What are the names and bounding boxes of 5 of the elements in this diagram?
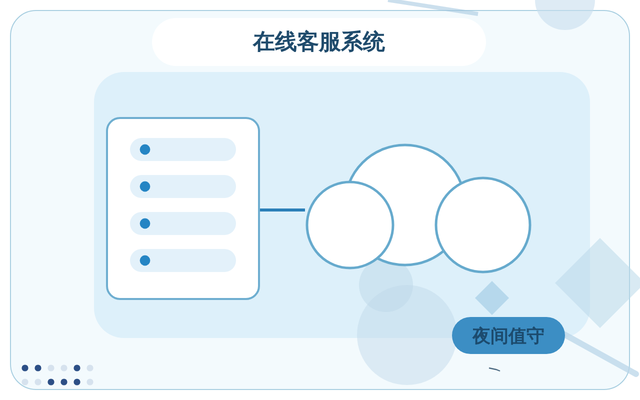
list-card	[106, 117, 260, 300]
connector-line	[260, 208, 305, 212]
tag-pill: 夜间值守	[452, 317, 565, 354]
cloud-shape	[305, 143, 533, 274]
title-text: 在线客服系统	[253, 28, 385, 57]
